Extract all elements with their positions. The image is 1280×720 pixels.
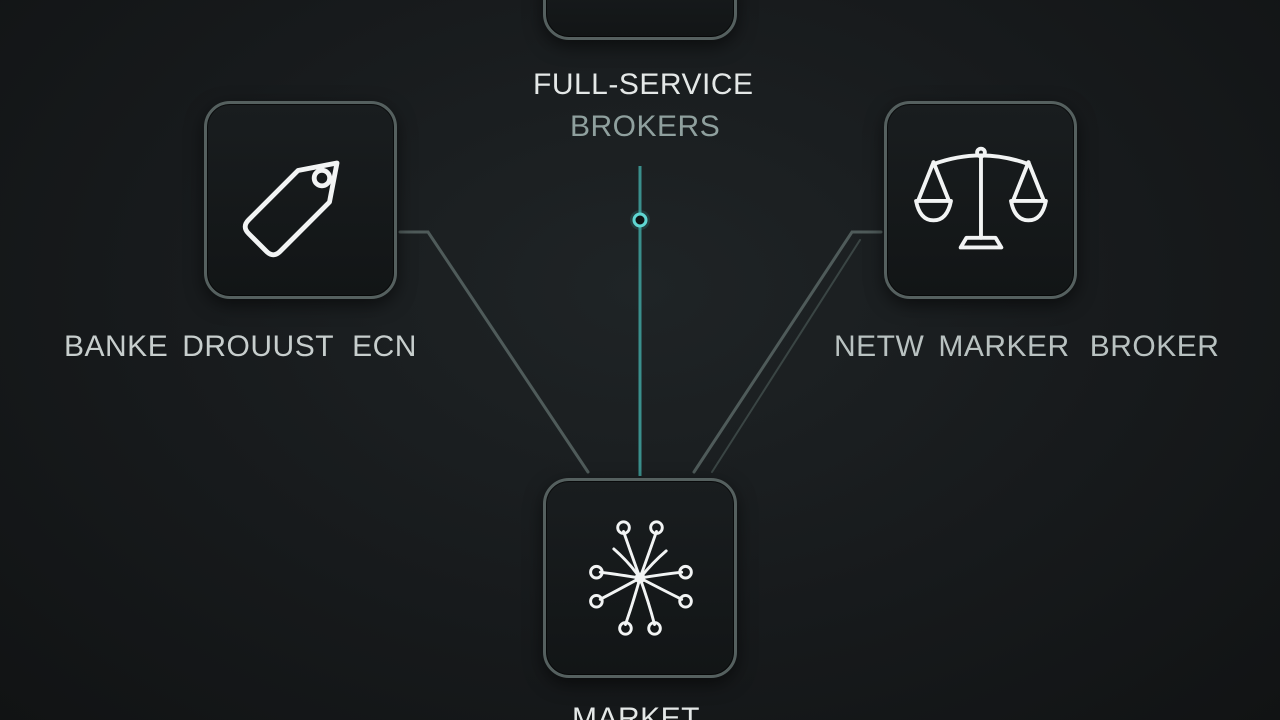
network-hub-icon xyxy=(589,520,693,636)
market-maker-label-part2: MARKER xyxy=(938,330,1070,363)
ecn-label-part3: ECN xyxy=(352,330,417,363)
market-node xyxy=(543,478,737,678)
connector-right xyxy=(692,230,883,474)
market-maker-label: NETW MARKER BROKER xyxy=(834,330,1219,364)
ecn-label-part1: BANKE xyxy=(64,330,169,363)
full-service-label-line1: FULL-SERVICE xyxy=(533,68,754,101)
market-maker-label-part3: BROKER xyxy=(1089,330,1220,363)
connector-right-shadow xyxy=(711,239,861,473)
scales-icon xyxy=(914,146,1048,250)
ecn-label: BANKE DROUUST ECN xyxy=(64,330,417,364)
market-maker-broker-node xyxy=(884,101,1077,299)
connector-left xyxy=(398,230,590,474)
price-tag-icon xyxy=(242,160,340,258)
full-service-label-line2: BROKERS xyxy=(570,110,721,143)
full-service-brokers-node xyxy=(543,0,737,40)
market-label: MARKET xyxy=(572,702,701,720)
connector-center-node xyxy=(632,212,648,228)
market-maker-label-part1: NETW xyxy=(834,330,925,363)
ecn-label-part2: DROUUST xyxy=(182,330,335,363)
ecn-node xyxy=(204,101,397,299)
